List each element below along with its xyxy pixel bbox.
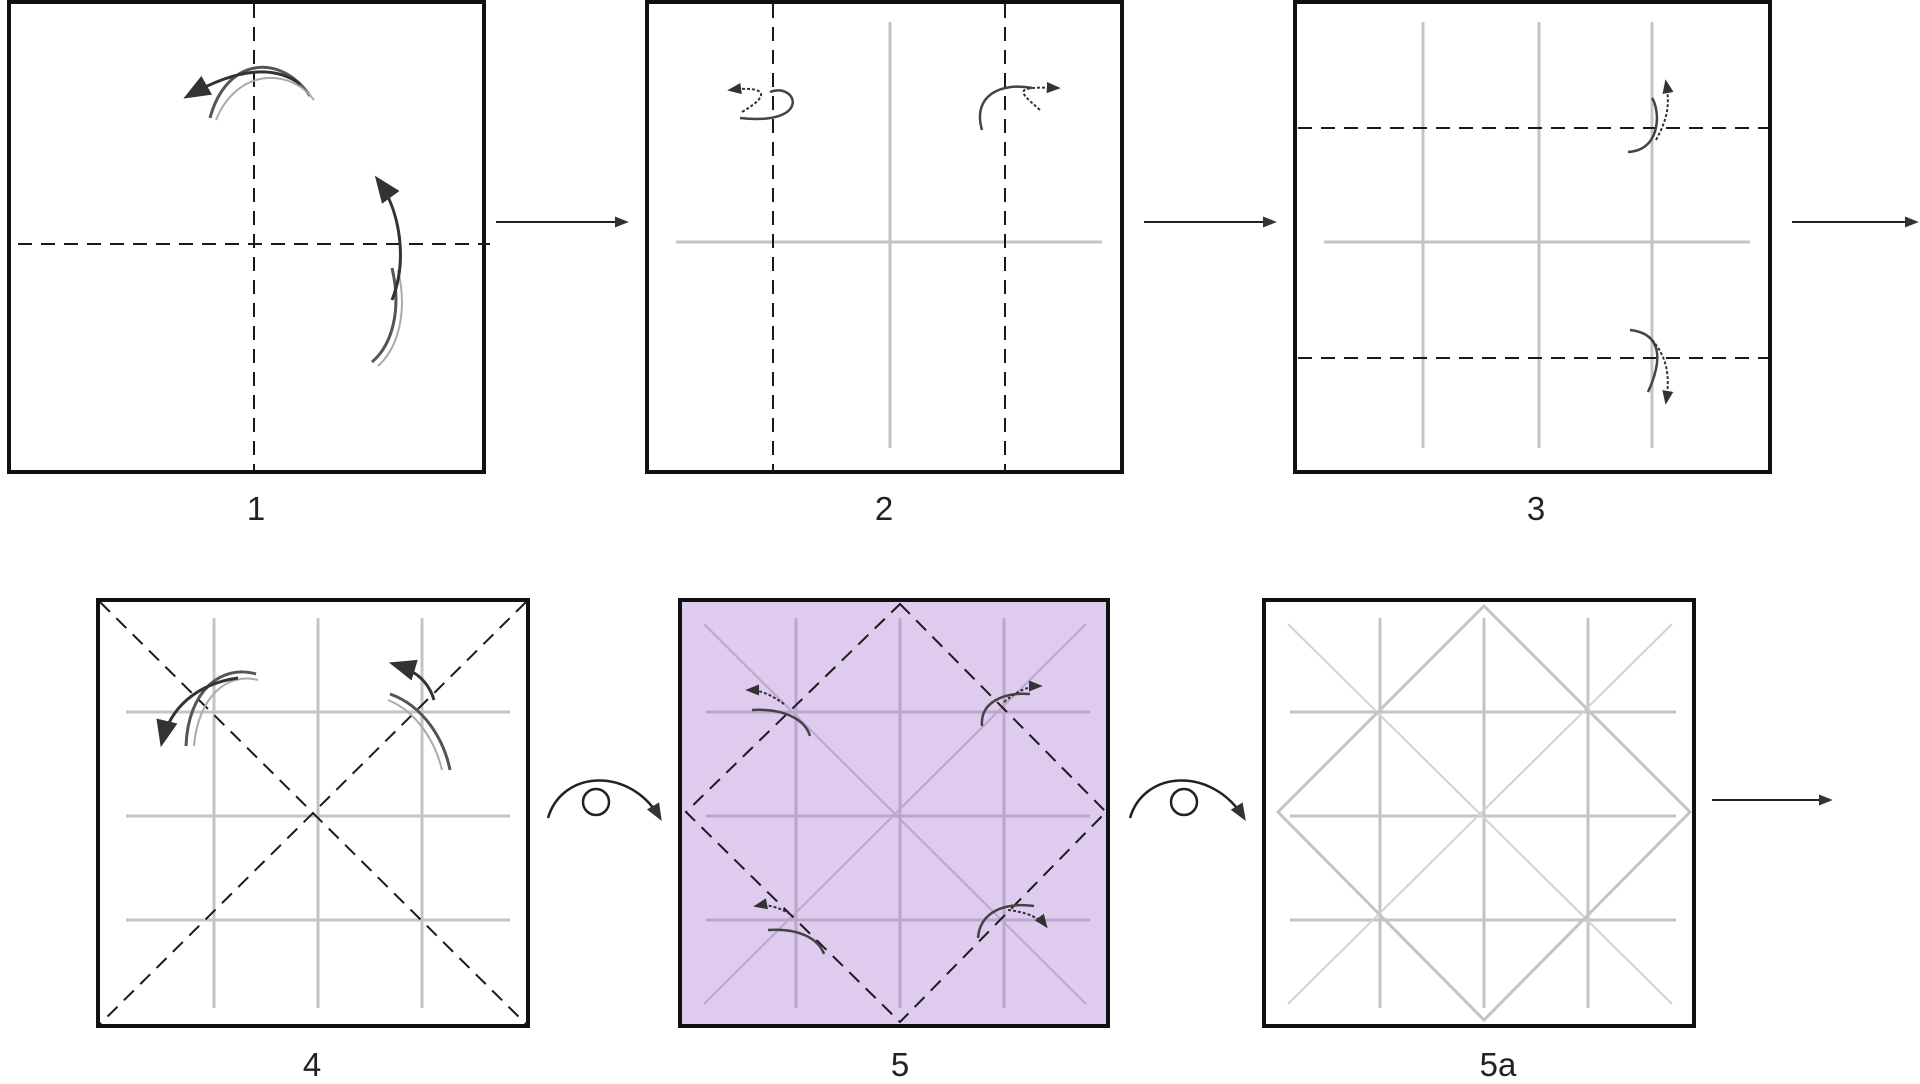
fold-arrow-icon [753, 898, 826, 955]
step-5a-diagram [1262, 598, 1696, 1028]
paper-square [645, 0, 1124, 474]
fold-arrow-icon [980, 680, 1043, 727]
step-3-diagram [1293, 0, 1772, 474]
step-label-3: 3 [1526, 490, 1546, 527]
paper-square [7, 0, 486, 474]
step-label-5a: 5a [1479, 1046, 1517, 1083]
fold-arrow-icon [1629, 328, 1674, 405]
turn-over-icon [581, 787, 611, 817]
valley-fold-line-diagonal [99, 601, 527, 1025]
step-label-2: 2 [874, 490, 894, 527]
valley-fold-arrow-icon [387, 659, 452, 771]
step-4-diagram [96, 598, 530, 1028]
turn-over-icon [1169, 787, 1199, 817]
fold-arrow-icon [727, 82, 794, 121]
turn-over-icon [546, 779, 662, 822]
step-label-1: 1 [246, 490, 266, 527]
fold-arrow-icon [978, 81, 1061, 131]
fold-arrow-icon [976, 903, 1048, 939]
valley-fold-arrow-icon [156, 670, 259, 748]
step-label-4: 4 [302, 1046, 322, 1083]
step-label-5: 5 [890, 1046, 910, 1083]
turn-over-icon [1128, 779, 1246, 821]
crease-diamond [1275, 603, 1693, 1023]
step-2-diagram [645, 0, 1124, 474]
valley-fold-arrow-icon [371, 175, 403, 367]
step-5-diagram [678, 598, 1110, 1028]
paper-square [1293, 0, 1772, 474]
step-1-diagram [7, 0, 490, 474]
turn-over-symbol [546, 779, 662, 822]
fold-arrow-icon [745, 684, 812, 737]
valley-fold-arrow-icon [183, 65, 315, 121]
crease-line [703, 623, 1087, 1005]
valley-fold-line-diamond [684, 602, 1108, 1024]
fold-arrow-icon [1627, 79, 1674, 154]
crease-line [1287, 623, 1673, 1005]
turn-over-symbol [1128, 779, 1246, 821]
